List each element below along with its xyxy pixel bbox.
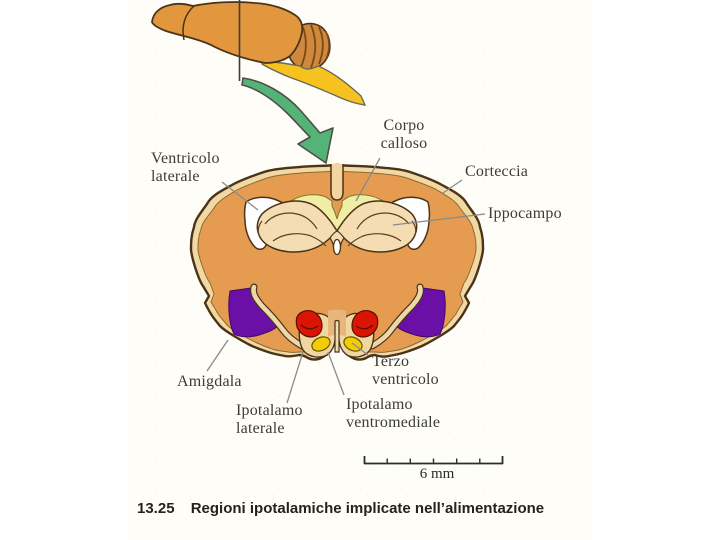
label-ventromedial-hypothalamus: Ipotalamo ventromediale xyxy=(346,396,441,431)
lateral-hypothalamus-right xyxy=(351,310,379,338)
caption-number: 13.25 xyxy=(137,500,175,517)
label-lateral-ventricle: Ventricolo laterale xyxy=(151,150,220,185)
coronal-section xyxy=(189,163,485,361)
interhemispheric-fissure xyxy=(330,164,344,201)
ventromedial-hypothalamus-left xyxy=(311,336,331,352)
label-hippocampus: Ippocampo xyxy=(488,205,562,222)
label-cortex: Corteccia xyxy=(465,163,529,180)
scale-bar xyxy=(363,456,504,465)
label-amygdala: Amigdala xyxy=(177,373,242,390)
lateral-hypothalamus-left xyxy=(295,310,323,338)
figure-caption: 13.25 Regioni ipotalamiche implicate nel… xyxy=(137,500,607,517)
olfactory-bulb-line xyxy=(182,5,195,41)
label-corpus-callosum: Corpo calloso xyxy=(380,117,428,152)
label-lateral-hypothalamus: Ipotalamo laterale xyxy=(236,402,303,437)
label-third-ventricle: Terzo ventricolo xyxy=(372,353,439,388)
caption-text: Regioni ipotalamiche implicate nell’alim… xyxy=(190,500,545,517)
section-arrow xyxy=(241,77,334,164)
scale-bar-label: 6 mm xyxy=(419,466,455,482)
dorsal-third-ventricle xyxy=(332,238,342,256)
leader-lines xyxy=(206,157,486,404)
lateral-brain-view xyxy=(151,0,367,106)
brainstem xyxy=(261,60,367,106)
cerebrum xyxy=(151,1,304,64)
third-ventricle-slit xyxy=(334,319,340,353)
